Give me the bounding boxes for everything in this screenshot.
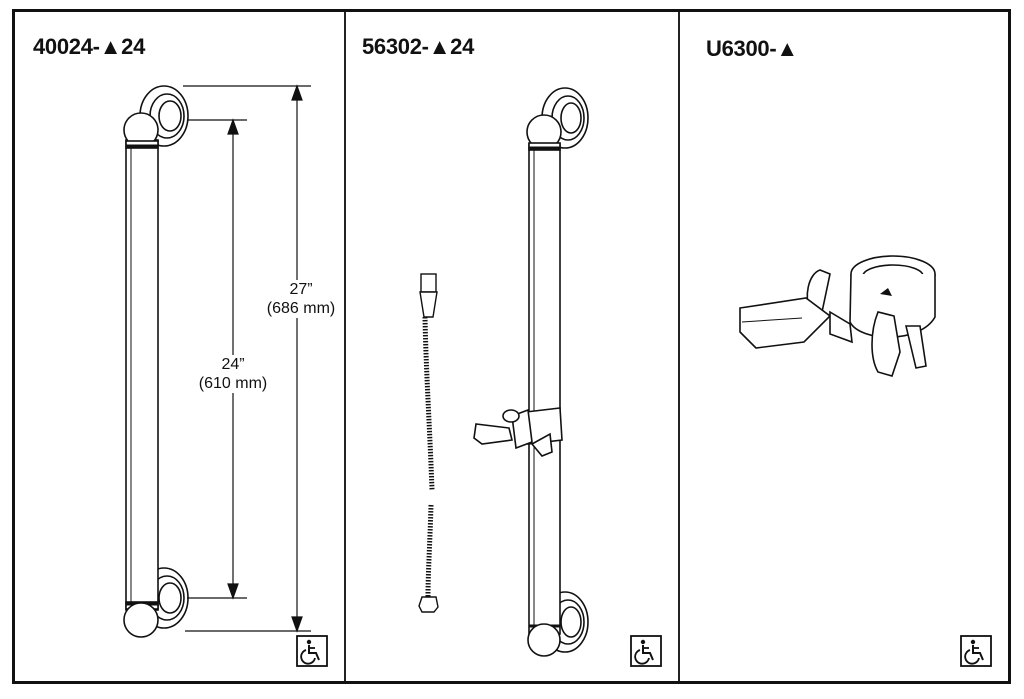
model-number: U6300-▲ [706, 36, 798, 61]
spec-sheet: 40024-▲24 [12, 9, 1011, 684]
panel-slide-bar: 56302-▲24 [346, 12, 680, 681]
dimension-overall: 27” (686 mm) [261, 280, 341, 318]
wheelchair-accessible-icon [630, 635, 662, 667]
holder-illustration [739, 255, 936, 377]
dimension-center: 24” (610 mm) [191, 355, 275, 393]
wheelchair-accessible-icon [296, 635, 328, 667]
dimension-mm: (610 mm) [198, 375, 268, 392]
dimension-inches: 24” [221, 356, 245, 373]
slide-bar-illustration [418, 87, 589, 657]
wheelchair-accessible-icon [960, 635, 992, 667]
grab-bar-illustration [123, 84, 311, 638]
panel-holder: U6300-▲ [680, 12, 1008, 681]
dimension-inches: 27” [289, 281, 313, 298]
model-number: 56302-▲24 [362, 34, 475, 59]
dimension-mm: (686 mm) [266, 300, 336, 317]
model-number: 40024-▲24 [33, 34, 146, 59]
panel-grab-bar: 40024-▲24 [15, 12, 346, 681]
